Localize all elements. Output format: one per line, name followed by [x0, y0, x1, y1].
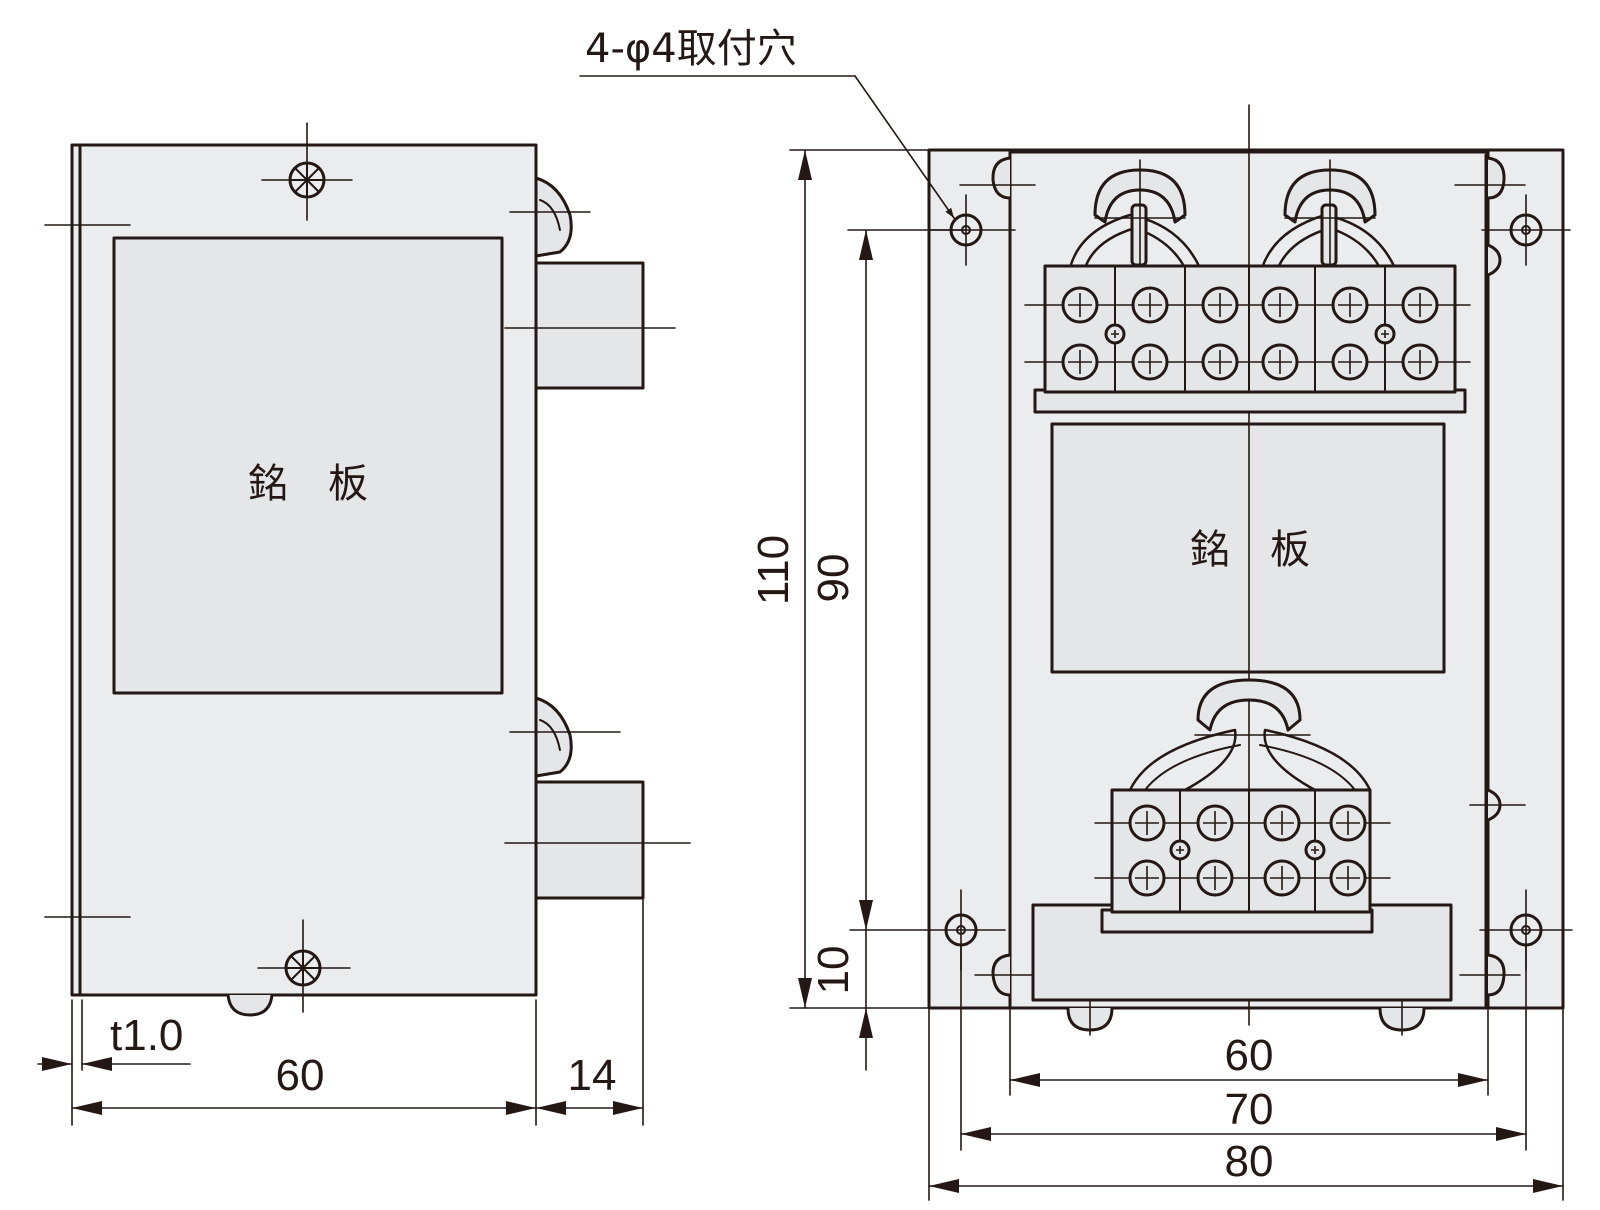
terminal-screw [1329, 804, 1367, 842]
terminal-screw [1201, 286, 1239, 324]
front-view: 銘 板 4-φ4取付穴 [579, 26, 1573, 1201]
front-nameplate [1050, 422, 1446, 674]
terminal-screw [1131, 343, 1169, 381]
terminal-screw [1261, 343, 1299, 381]
terminal-depth-label: 14 [568, 1051, 617, 1100]
terminal-screw [1331, 343, 1369, 381]
side-screw-bottom [257, 919, 351, 1013]
height-total-label: 110 [749, 535, 798, 605]
upper-terminal-screws [1061, 286, 1439, 381]
dim-width-inner: 60 [1009, 1031, 1489, 1087]
dim-thickness: t1.0 [37, 1011, 191, 1071]
side-view: 銘 板 [37, 122, 691, 1126]
lower-lead-loop [1128, 678, 1372, 792]
terminal-screw [1061, 286, 1099, 324]
terminal-screw [1263, 804, 1301, 842]
hole-pitch-horizontal-label: 70 [1225, 1085, 1274, 1134]
terminal-small-screw [1169, 839, 1191, 861]
terminal-screw [1061, 343, 1099, 381]
upper-terminal-block [1024, 264, 1471, 414]
terminal-screw [1331, 286, 1369, 324]
dim-height-total: 110 [749, 149, 812, 1009]
lower-terminal-screws [1128, 804, 1367, 897]
dim-width-total: 80 [928, 1137, 1564, 1193]
terminal-screw [1196, 859, 1234, 897]
front-nameplate-label: 銘 板 [1190, 527, 1310, 573]
side-terminal-lower [504, 696, 691, 900]
dim-terminal-depth: 14 [535, 1051, 644, 1115]
terminal-screw [1128, 859, 1166, 897]
lug-top-right [1487, 156, 1506, 200]
terminal-screw [1401, 343, 1439, 381]
lug-mid-right-top [1487, 243, 1502, 277]
dim-side-width: 60 [71, 1051, 537, 1115]
side-width-label: 60 [276, 1051, 325, 1100]
dim-hole-pitch-horizontal: 70 [960, 1085, 1527, 1141]
terminal-screw [1128, 804, 1166, 842]
lug-top-left [991, 156, 1011, 200]
dim-bottom-offset: 10 [809, 929, 873, 1071]
bottom-offset-label: 10 [809, 946, 858, 995]
terminal-small-screw [1304, 839, 1326, 861]
terminal-screw [1201, 343, 1239, 381]
hole-pitch-vertical-label: 90 [809, 554, 858, 603]
side-nameplate-label: 銘 板 [248, 461, 368, 507]
lower-terminal-block [1031, 788, 1453, 1002]
terminal-screw [1329, 859, 1367, 897]
dim-hole-pitch-vertical: 90 [809, 229, 873, 931]
terminal-screw [1401, 286, 1439, 324]
side-foot [226, 994, 274, 1017]
terminal-screw [1131, 286, 1169, 324]
side-terminal-upper [504, 176, 676, 390]
thickness-label: t1.0 [110, 1011, 183, 1060]
terminal-screw [1196, 804, 1234, 842]
terminal-small-screw [1374, 323, 1396, 345]
mounting-hole-top-right [1481, 194, 1571, 266]
side-screw-top [261, 122, 353, 221]
terminal-small-screw [1104, 323, 1126, 345]
width-total-label: 80 [1225, 1137, 1274, 1186]
mounting-hole-callout: 4-φ4取付穴 [579, 26, 955, 219]
terminal-screw [1263, 859, 1301, 897]
mounting-hole-label: 4-φ4取付穴 [585, 26, 797, 72]
terminal-screw [1261, 286, 1299, 324]
width-inner-label: 60 [1225, 1031, 1274, 1080]
side-nameplate [112, 236, 504, 695]
